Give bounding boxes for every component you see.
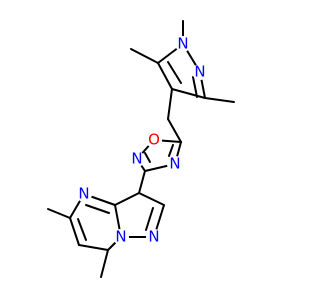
atom-n5: N <box>76 185 92 203</box>
atom-o1-background <box>146 132 162 148</box>
atom-n7-label: N <box>148 228 159 246</box>
atom-n2-background <box>192 64 208 80</box>
atom-n6-label: N <box>115 228 126 246</box>
atom-n7: N <box>146 228 162 246</box>
atom-labels: N N O N N N N N <box>76 35 208 246</box>
atom-o1: O <box>146 131 162 149</box>
bond-c3-c4 <box>171 88 206 99</box>
bond-c6p-c7p <box>78 244 109 251</box>
atom-o1-label: O <box>148 131 160 149</box>
atom-n4-label: N <box>169 155 180 173</box>
atom-n4-background <box>167 156 183 172</box>
bond-ch2-oxadiazole <box>167 118 182 143</box>
chemical-structure-diagram: N N O N N N N N <box>47 20 235 278</box>
atom-n1-label: N <box>177 35 188 53</box>
atom-n1: N <box>175 35 191 53</box>
bond-c2p-c3p <box>138 192 165 206</box>
atom-n3: N <box>129 150 145 168</box>
bond-c5p-c6p-outer <box>69 217 80 246</box>
bond-n2-c3-inner <box>192 76 198 98</box>
bond-c5p-c6p-inner <box>77 218 87 241</box>
atom-n6: N <box>113 228 129 246</box>
atom-n3-background <box>129 151 145 167</box>
atom-n2: N <box>192 63 208 81</box>
atom-n7-background <box>146 229 162 245</box>
atom-n3-label: N <box>131 150 142 168</box>
bond-c5p-methyl <box>47 208 71 219</box>
bond-c4-c5-inner <box>167 61 182 84</box>
bond-c3-methyl <box>204 97 235 103</box>
atom-n5-label: N <box>78 185 89 203</box>
atom-n2-label: N <box>194 63 205 81</box>
atom-n1-background <box>175 36 191 52</box>
bond-c4-ch2 <box>167 88 173 120</box>
bond-n3-c3ox-inner <box>144 152 151 163</box>
bond-c3a-n4p-inner <box>85 204 110 214</box>
atom-n6-background <box>113 229 129 245</box>
atom-n4: N <box>167 155 183 173</box>
bond-n1p-c2p-inner <box>145 207 154 231</box>
atom-n5-background <box>76 186 92 202</box>
bond-n4-c5ox-inner <box>168 144 174 157</box>
bond-c5-methyl <box>130 48 159 64</box>
bond-c7p-methyl <box>100 249 109 278</box>
bond-c3ox-pyrazolopyrimidine <box>138 170 146 194</box>
bond-c4-c5-outer <box>157 62 173 90</box>
bond-c3p-c3a <box>114 192 140 206</box>
